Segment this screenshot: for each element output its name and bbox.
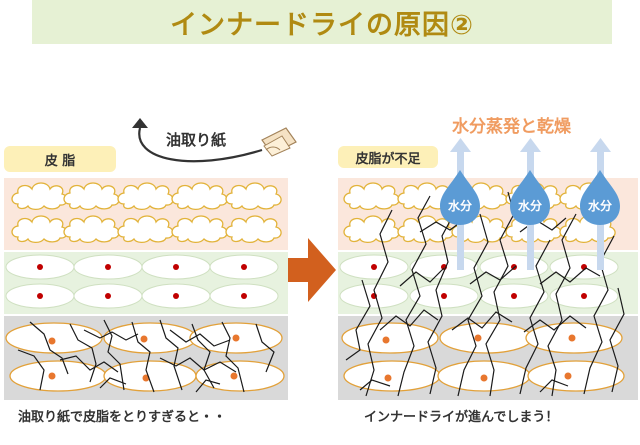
left-cell-dots [37,264,247,299]
drop-label-3: 水分 [588,198,612,213]
oil-paper-label: 油取り紙 [166,131,227,149]
left-caption: 油取り紙で皮脂をとりすぎると・・ [18,410,227,425]
lift-arrow-head [132,118,148,128]
right-base-dots [382,334,576,382]
evaporation-label: 水分蒸発と乾燥 [452,117,571,137]
title-banner: インナードライの原因② [32,0,612,44]
left-fibers [17,319,275,393]
sebum-label: 皮 脂 [4,146,116,172]
water-drop-labels: 水分 水分 水分 [448,198,612,213]
lift-arrow [138,127,263,163]
left-skin-section [4,118,297,400]
water-drop-icon [440,170,620,225]
right-caption: インナードライが進んでしまう！ [364,410,559,425]
drop-label-1: 水分 [448,198,472,213]
right-arrow-icon [288,238,336,302]
drop-label-2: 水分 [518,198,542,213]
page-title: インナードライの原因② [170,9,474,41]
oil-paper-icon [261,127,297,157]
sebum-lack-label-text: 皮脂が不足 [355,151,421,167]
sebum-label-text: 皮 脂 [44,153,76,169]
right-skin-section: 水分 水分 水分 [338,138,638,400]
right-fibers [345,191,625,397]
sebum-lack-label: 皮脂が不足 [338,146,438,168]
